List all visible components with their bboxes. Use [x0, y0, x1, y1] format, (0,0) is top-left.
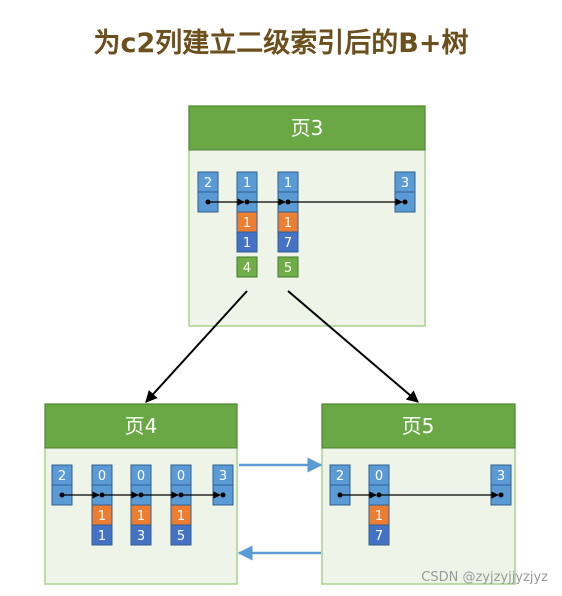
watermark: CSDN @zyjzyjjyzjyz [421, 570, 548, 585]
page-4: 页4 2 0 1 1 0 1 3 0 1 5 3 [44, 403, 238, 585]
page5-record-1-pointer-dot [376, 492, 382, 498]
page4-record-3-pk: 5 [177, 529, 185, 544]
page4-record-0-pointer-dot [59, 492, 65, 498]
pointer-page3-to-page4 [145, 290, 248, 403]
page3-record-0-c2: 2 [204, 176, 212, 191]
page-5-records: 2 0 1 7 3 [329, 464, 512, 546]
page4-record-3-c1: 1 [177, 509, 185, 524]
page3-record-1-pointer-dot [244, 199, 250, 205]
page4-record-3-c2: 0 [177, 469, 185, 484]
page-5: 页5 2 0 1 7 3 [321, 403, 516, 585]
page3-record-2-c2: 1 [284, 176, 292, 191]
page3-record-2-c1: 1 [284, 216, 292, 231]
page-3-records: 2 1 1 1 4 1 1 7 5 3 [197, 171, 416, 278]
page4-record-2-pointer-dot [138, 492, 144, 498]
page4-record-2-c1: 1 [137, 509, 145, 524]
page3-record-1-page-no: 4 [243, 261, 251, 276]
page4-record-1-c2: 0 [98, 469, 106, 484]
page3-record-1-c2: 1 [243, 176, 251, 191]
page4-record-1-pk-box [91, 524, 113, 546]
diagram-title: 为c2列建立二级索引后的B+树 [94, 27, 469, 59]
page4-record-1-pointer-dot [99, 492, 105, 498]
page-4-header [44, 403, 238, 449]
page3-record-1-pk-box [236, 231, 258, 253]
page-3-header [188, 105, 426, 151]
page4-record-4-c2: 3 [219, 469, 227, 484]
pointer-page3-to-page5 [287, 290, 419, 403]
page4-record-4-pointer-dot [220, 492, 226, 498]
page3-record-2-pk-box [277, 231, 299, 253]
page3-record-2-page-no-box [277, 256, 299, 278]
page3-record-2-pk: 7 [284, 236, 292, 251]
page-4-label: 页4 [125, 414, 158, 438]
page-4-records: 2 0 1 1 0 1 3 0 1 5 3 [51, 464, 234, 546]
page5-record-0-c2: 2 [336, 469, 344, 484]
page3-record-1-pk: 1 [243, 236, 251, 251]
page-3-label: 页3 [291, 116, 324, 140]
page3-record-1-page-no-box [236, 256, 258, 278]
page5-record-1-c1: 1 [375, 509, 383, 524]
page5-record-2-pointer-dot [498, 492, 504, 498]
page5-record-2-c2: 3 [497, 469, 505, 484]
page5-record-0-pointer-dot [337, 492, 343, 498]
page5-record-1-pk: 7 [375, 529, 383, 544]
page4-record-2-c2: 0 [137, 469, 145, 484]
page4-record-2-pk: 3 [137, 529, 145, 544]
page-3: 页3 2 1 1 1 4 1 1 7 5 3 [188, 105, 426, 327]
page3-record-0-pointer-dot [205, 199, 211, 205]
page3-record-3-c2: 3 [401, 176, 409, 191]
page4-record-3-pk-box [170, 524, 192, 546]
page4-record-0-c2: 2 [58, 469, 66, 484]
page4-record-3-pointer-dot [178, 492, 184, 498]
page3-record-2-pointer-dot [285, 199, 291, 205]
page-5-header [321, 403, 516, 449]
page5-record-1-pk-box [368, 524, 390, 546]
page3-record-3-pointer-dot [402, 199, 408, 205]
page3-record-2-page-no: 5 [284, 261, 292, 276]
page5-record-1-c2: 0 [375, 469, 383, 484]
page-5-label: 页5 [402, 414, 435, 438]
page3-record-1-c1: 1 [243, 216, 251, 231]
page4-record-2-pk-box [130, 524, 152, 546]
page4-record-1-c1: 1 [98, 509, 106, 524]
page4-record-1-pk: 1 [98, 529, 106, 544]
